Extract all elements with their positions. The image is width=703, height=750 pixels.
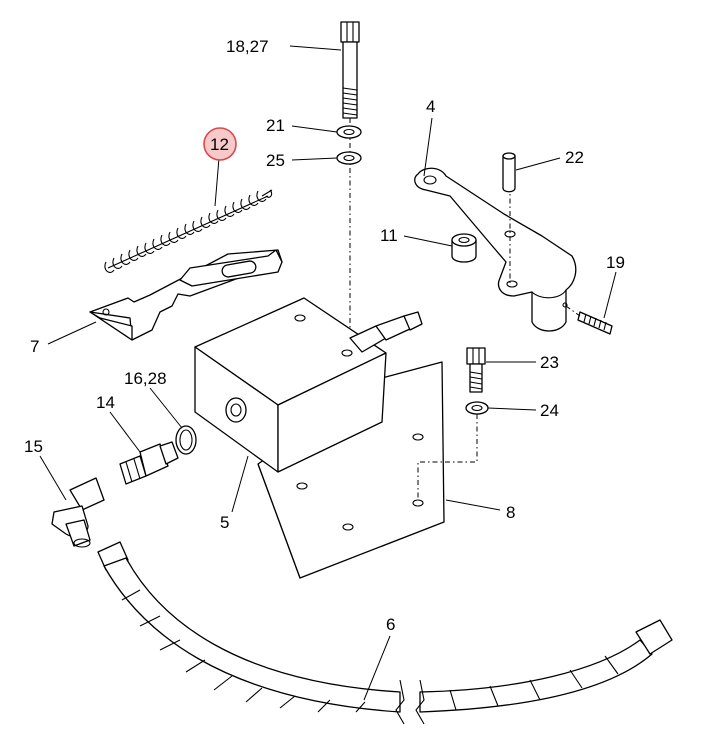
leader-lines	[39, 45, 617, 701]
callout-14[interactable]: 14	[96, 393, 115, 412]
hose-part-6[interactable]	[97, 541, 673, 725]
bushing-part-11[interactable]	[451, 233, 477, 263]
o-ring-part-16-28[interactable]	[175, 425, 197, 455]
set-screw-part-19[interactable]	[577, 311, 613, 335]
callout-25[interactable]: 25	[266, 151, 285, 170]
callout-5[interactable]: 5	[220, 513, 229, 532]
washer-part-25[interactable]	[336, 151, 362, 165]
callout-18-27[interactable]: 18,27	[226, 37, 269, 56]
callout-7[interactable]: 7	[30, 337, 39, 356]
bolt-part-18-27[interactable]	[340, 21, 360, 119]
callout-4[interactable]: 4	[426, 97, 435, 116]
highlighted-callout-circle	[203, 127, 237, 161]
callout-6[interactable]: 6	[386, 615, 395, 634]
callout-22[interactable]: 22	[565, 148, 584, 167]
bolt-part-23[interactable]	[466, 347, 486, 393]
washer-part-21[interactable]	[336, 125, 362, 139]
callout-21[interactable]: 21	[266, 116, 285, 135]
mounting-plate-part-8[interactable]	[257, 361, 445, 579]
callout-11[interactable]: 11	[380, 226, 398, 245]
lever-arm-part-4[interactable]	[414, 167, 577, 332]
callout-24[interactable]: 24	[540, 401, 559, 420]
pin-part-22[interactable]	[502, 152, 516, 193]
nut-part-24[interactable]	[465, 401, 489, 415]
callout-15[interactable]: 15	[24, 437, 43, 456]
fitting-part-14[interactable]	[119, 441, 179, 485]
bracket-part-7[interactable]	[89, 249, 283, 341]
elbow-fitting-part-15[interactable]	[51, 477, 105, 548]
callout-16-28[interactable]: 16,28	[124, 369, 167, 388]
spring-part-12[interactable]	[104, 189, 273, 273]
valve-block-part-5[interactable]	[194, 297, 423, 473]
callout-19[interactable]: 19	[606, 253, 625, 272]
callout-12[interactable]: 12	[210, 135, 229, 154]
callout-23[interactable]: 23	[540, 353, 559, 372]
callout-8[interactable]: 8	[506, 503, 515, 522]
callout-labels: 18,27 21 25 4 22 12 11 19 7 23 16,28 14 …	[24, 37, 625, 634]
